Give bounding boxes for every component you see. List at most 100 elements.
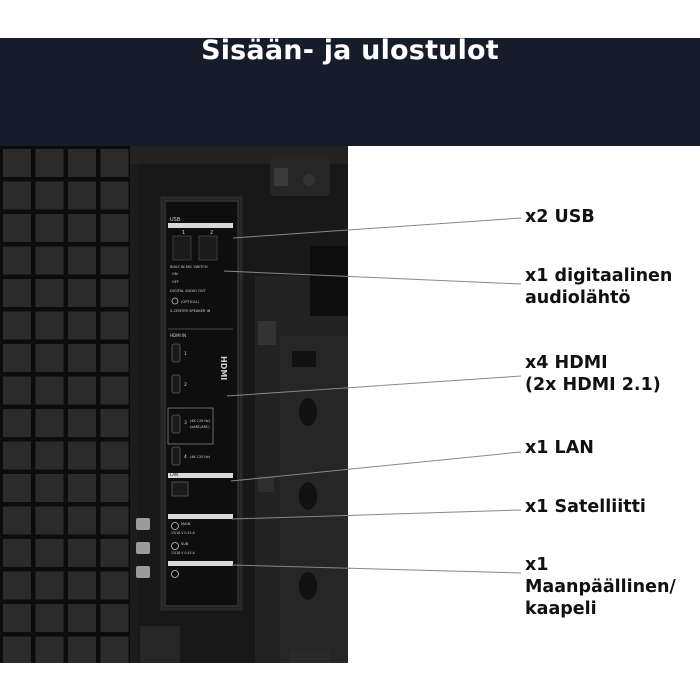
callout-usb	[232, 217, 522, 239]
grille-cell	[35, 279, 64, 307]
grille-cell	[3, 571, 31, 600]
grille-cell	[68, 474, 96, 502]
grille-cell	[3, 246, 31, 275]
grille-cell	[68, 181, 96, 210]
usb-2-text: 2	[210, 230, 213, 236]
grille-cell	[3, 636, 31, 663]
hdmi-3-text: 3	[184, 420, 187, 426]
audio-out-text: DIGITAL AUDIO OUT	[170, 289, 207, 293]
switch-on-text: ON	[172, 272, 178, 276]
label-hdmi: x4 HDMI (2x HDMI 2.1)	[525, 352, 661, 396]
hdmi-1-text: 1	[184, 351, 187, 357]
grille-cell	[68, 409, 96, 437]
grille-cell	[68, 636, 96, 663]
lan-text: LAN	[170, 472, 178, 477]
callout-lan	[230, 451, 522, 482]
label-antenna-line-2: Maanpäällinen/	[525, 577, 676, 597]
grille-cell	[35, 571, 64, 600]
grille-cell	[35, 539, 64, 567]
grille-cell	[100, 344, 129, 372]
grille-cell	[3, 214, 31, 242]
usb-text: USB	[170, 217, 181, 223]
grille-cell	[68, 506, 96, 535]
label-lan: x1 LAN	[525, 437, 594, 459]
grille-cell	[3, 376, 31, 405]
grille-cell	[3, 441, 31, 470]
grille-cell	[3, 344, 31, 372]
grille-cell	[35, 441, 64, 470]
grille-cell	[100, 571, 129, 600]
grille-cell	[100, 214, 129, 242]
mic-switch-text: BUILT-IN MIC SWITCH	[170, 265, 208, 269]
label-antenna: x1 Maanpäällinen/ kaapeli	[525, 554, 676, 620]
sat-sub-text: SUB	[181, 542, 189, 546]
grille-cell	[100, 376, 129, 405]
sat-main-text: MAIN	[181, 522, 191, 526]
grille-cell	[3, 149, 31, 177]
grille-cell	[100, 409, 129, 437]
grille-cell	[35, 149, 64, 177]
sat-sub-power-text: 13/18 V 0.45 A	[171, 551, 196, 555]
label-satellite: x1 Satelliitti	[525, 496, 646, 518]
hdmi-4-note-text: (4K 120 Hz)	[190, 455, 211, 459]
label-audio: x1 digitaalinen audiolähtö	[525, 265, 672, 309]
callout-antenna	[231, 564, 522, 574]
optical-text: (OPTICAL)	[181, 300, 200, 304]
grille-cell	[35, 409, 64, 437]
label-usb: x2 USB	[525, 206, 595, 228]
grille-cell	[35, 214, 64, 242]
grille-cell	[68, 604, 96, 632]
grille-cell	[35, 376, 64, 405]
header-bar	[0, 38, 700, 146]
usb-1-text: 1	[182, 230, 185, 236]
hdmi-3-note2-text: (eARC/ARC)	[190, 425, 210, 429]
hdmi-3-note-text: (4K 120 Hz)	[190, 419, 211, 423]
grille-cell	[35, 604, 64, 632]
hdmi-2-text: 2	[184, 382, 187, 388]
hdmi-in-text: HDMI IN	[170, 333, 186, 338]
center-speaker-text: S-CENTER SPEAKER IN	[170, 309, 211, 313]
grille-cell	[100, 474, 129, 502]
grille-cell	[100, 279, 129, 307]
grille-cell	[100, 181, 129, 210]
grille-cell	[100, 636, 129, 663]
grille-cell	[35, 181, 64, 210]
page-title: Sisään- ja ulostulot	[201, 35, 499, 66]
grille-cell	[100, 441, 129, 470]
label-satellite-line: x1 Satelliitti	[525, 497, 646, 517]
grille-cell	[35, 344, 64, 372]
tv-back-illustration: USB 1 2 BUILT-IN MIC SWITCH ON OFF DIGIT…	[0, 146, 348, 663]
grille-cell	[3, 409, 31, 437]
grille-cell	[3, 311, 31, 340]
grille-cell	[3, 604, 31, 632]
label-antenna-line-3: kaapeli	[525, 599, 597, 619]
grille-cell	[3, 506, 31, 535]
grille-cell	[68, 214, 96, 242]
label-usb-line: x2 USB	[525, 207, 595, 227]
grille-cell	[100, 149, 129, 177]
hdmi-logo-text: HDMI	[219, 356, 228, 380]
grille-cell	[68, 279, 96, 307]
grille-cell	[68, 149, 96, 177]
grille-cell	[35, 474, 64, 502]
label-lan-line: x1 LAN	[525, 438, 594, 458]
grille-cell	[68, 571, 96, 600]
grille-cell	[100, 506, 129, 535]
callout-satellite	[231, 509, 522, 520]
grille-cell	[35, 506, 64, 535]
grille-cell	[100, 311, 129, 340]
label-hdmi-line-2: (2x HDMI 2.1)	[525, 375, 661, 395]
tv-back-photo: USB 1 2 BUILT-IN MIC SWITCH ON OFF DIGIT…	[0, 146, 348, 663]
grille-cell	[3, 474, 31, 502]
grille-cell	[68, 539, 96, 567]
speaker-grille	[3, 149, 129, 663]
grille-cell	[100, 246, 129, 275]
grille-cell	[3, 181, 31, 210]
grille-cell	[3, 539, 31, 567]
callout-hdmi	[226, 375, 522, 397]
callout-audio	[223, 270, 522, 285]
grille-cell	[35, 311, 64, 340]
hdmi-4-text: 4	[184, 454, 187, 460]
grille-cell	[35, 636, 64, 663]
